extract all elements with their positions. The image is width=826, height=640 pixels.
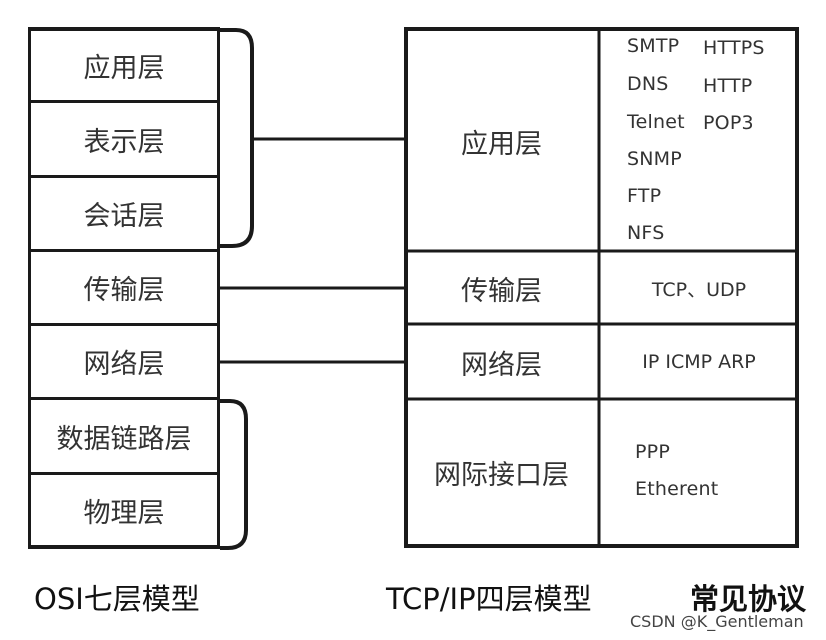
osi-layer-application: 应用层 <box>28 27 220 103</box>
tcpip-model-box <box>404 27 799 548</box>
protocols-caption: 常见协议 <box>690 582 807 616</box>
osi-layer-physical: 物理层 <box>28 472 220 549</box>
protocol-https: HTTPS <box>703 37 765 59</box>
protocol-nfs: NFS <box>627 222 665 244</box>
protocol-ethernet: Etherent <box>635 478 719 500</box>
protocol-http: HTTP <box>703 75 753 97</box>
protocol-snmp: SNMP <box>627 148 682 170</box>
osi-layer-session: 会话层 <box>28 175 220 252</box>
protocol-ftp: FTP <box>627 185 662 207</box>
osi-layer-data-link: 数据链路层 <box>28 397 220 475</box>
tcpip-layer-transport: 传输层 <box>461 275 542 307</box>
protocol-telnet: Telnet <box>627 111 685 133</box>
csdn-watermark: CSDN @K_Gentleman <box>630 612 804 631</box>
osi-model-caption: OSI七层模型 <box>34 582 200 616</box>
tcpip-layer-application: 应用层 <box>461 128 542 160</box>
lower-brace <box>220 399 248 550</box>
protocols-transport: TCP、UDP <box>651 278 747 301</box>
upper-brace <box>220 28 254 248</box>
tcpip-layer-internet: 网络层 <box>461 349 542 381</box>
tcpip-model-caption: TCP/IP四层模型 <box>386 582 592 616</box>
tcpip-layer-network-interface: 网际接口层 <box>434 459 569 491</box>
protocol-pop3: POP3 <box>703 112 754 134</box>
protocol-ppp: PPP <box>635 441 670 463</box>
osi-layer-network: 网络层 <box>28 323 220 400</box>
protocol-dns: DNS <box>627 73 669 95</box>
protocols-network: IP ICMP ARP <box>642 351 756 373</box>
protocol-smtp: SMTP <box>627 35 680 57</box>
osi-layer-transport: 传输层 <box>28 249 220 326</box>
